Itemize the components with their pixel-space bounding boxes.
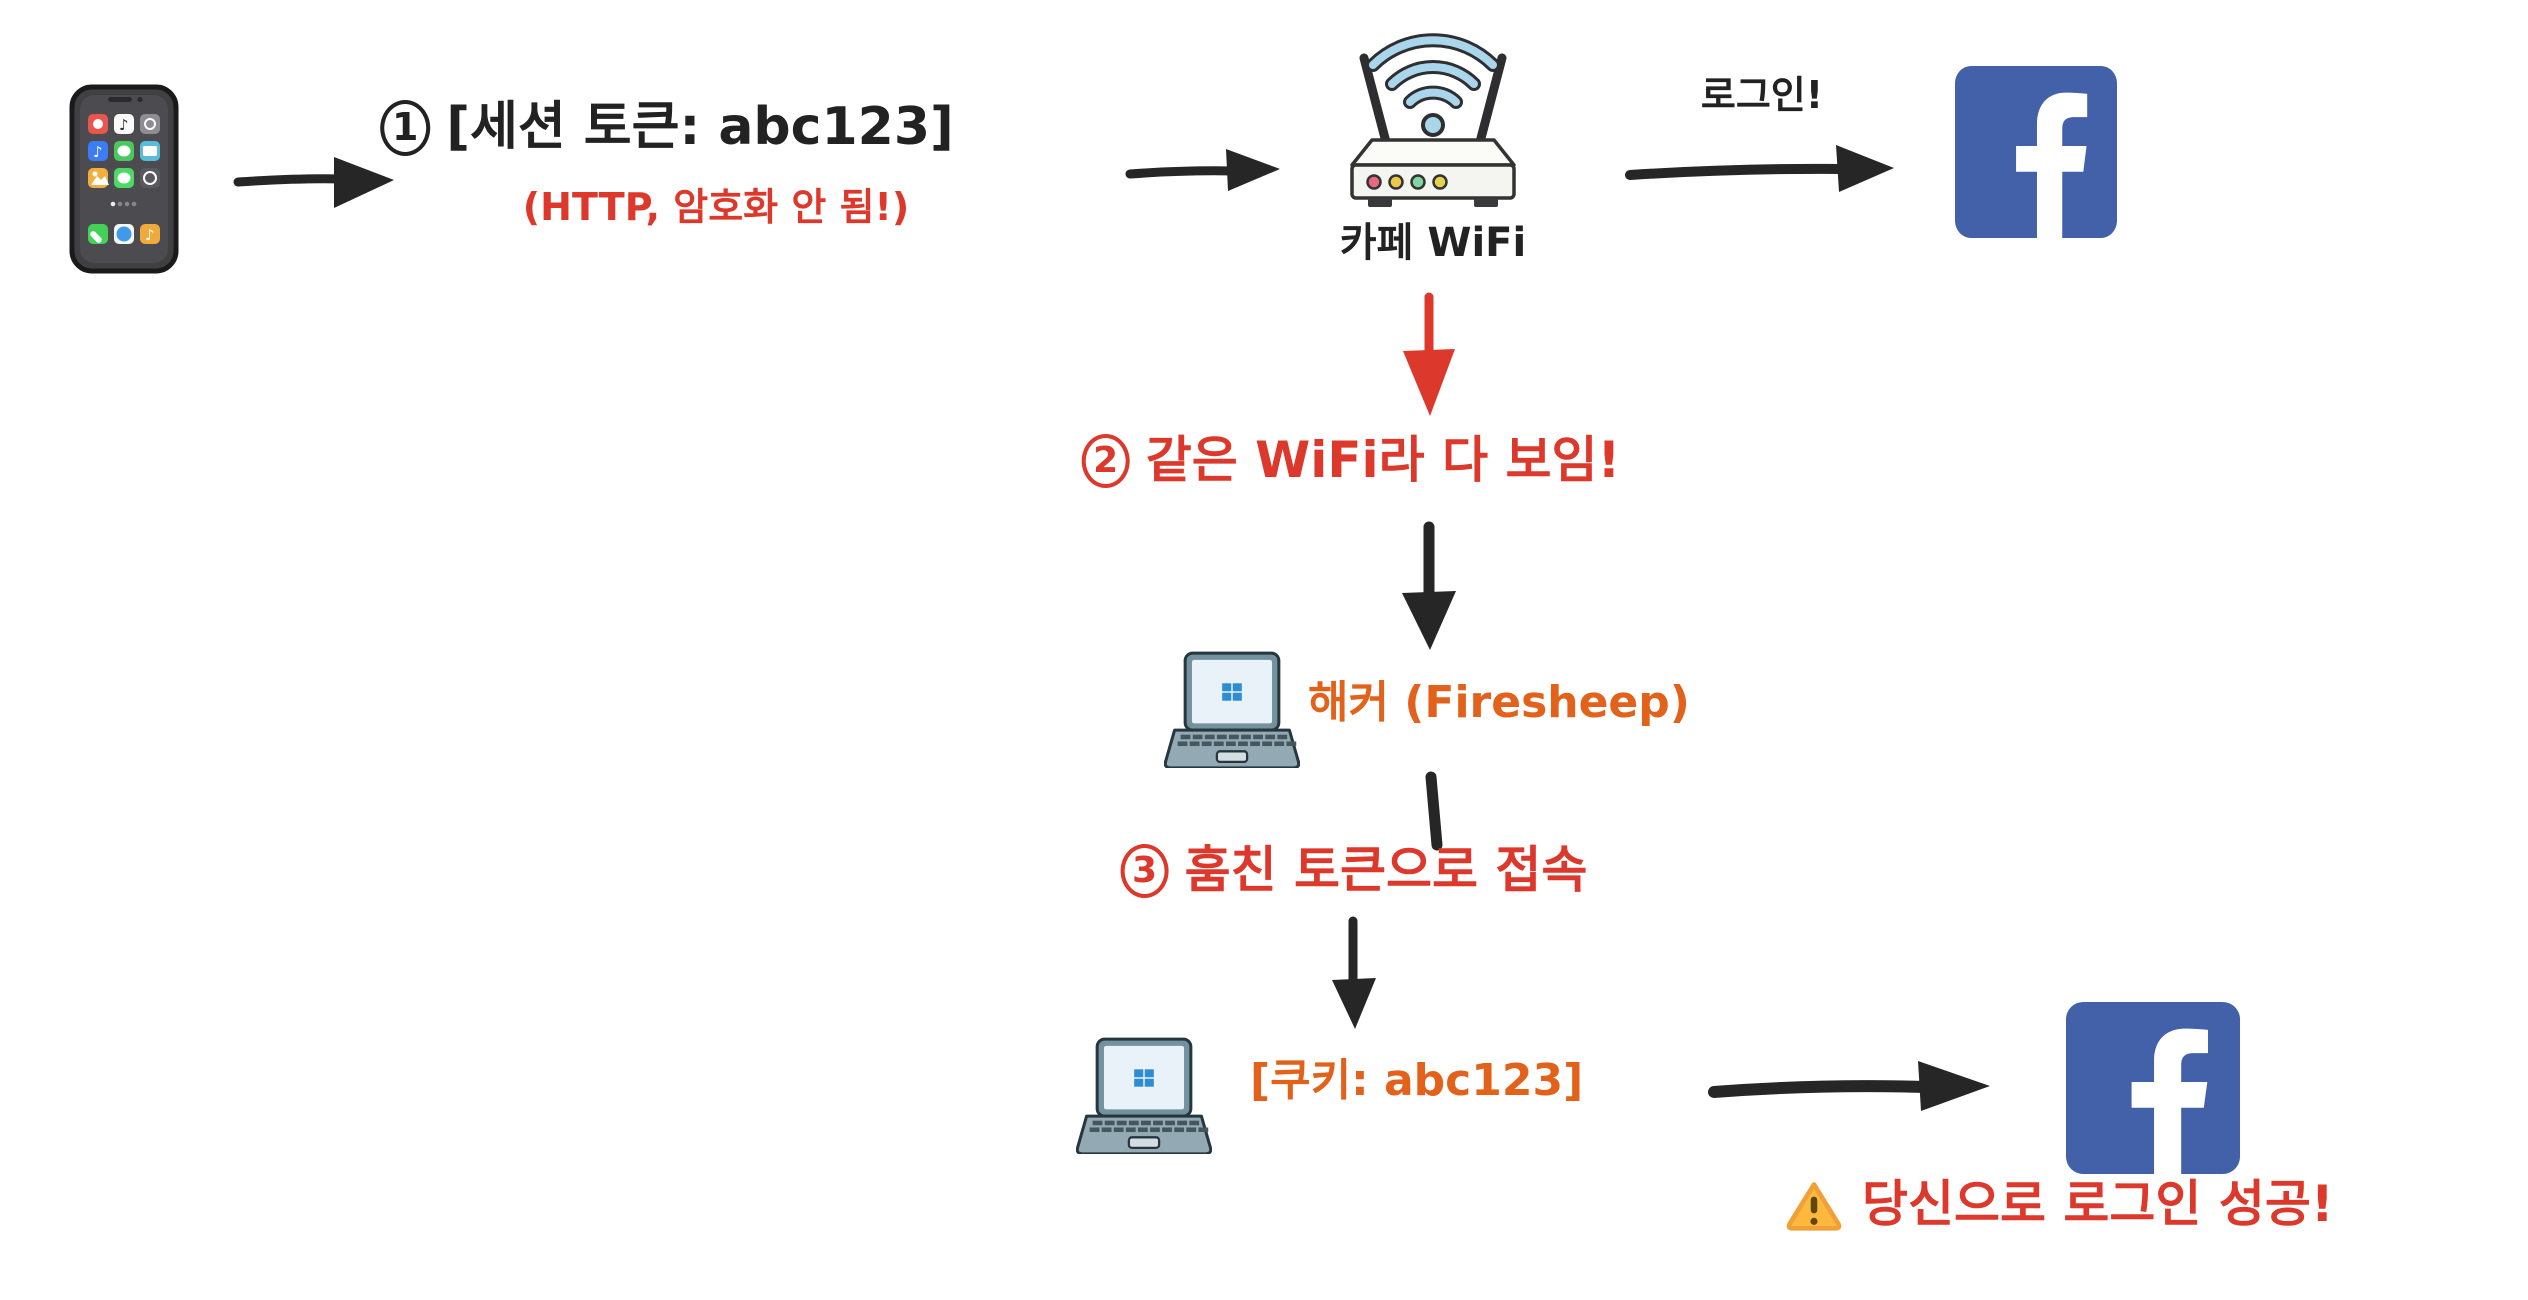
red-arrow-router-sniff — [1403, 292, 1455, 416]
svg-text:♪: ♪ — [93, 143, 103, 161]
laptop-icon — [1076, 1036, 1212, 1154]
step1-note: (HTTP, 암호화 안 됨!) — [522, 185, 910, 229]
cookie-label: [쿠키: abc123] — [1250, 1055, 1584, 1106]
facebook-icon — [2066, 1002, 2240, 1174]
svg-text:♪: ♪ — [145, 226, 155, 244]
svg-text:♪: ♪ — [119, 116, 129, 134]
wifi-router-icon — [1330, 30, 1536, 210]
arrow-token-to-router — [1125, 166, 1239, 179]
smartphone-icon: ♪ ♪ ♪ — [68, 84, 180, 274]
step2-label: 2 같은 WiFi라 다 보임! — [1081, 431, 1621, 490]
step2-text: 같은 WiFi라 다 보임! — [1145, 431, 1621, 489]
arrow-router-to-facebook — [1625, 163, 1851, 180]
arrow-phone-to-token — [233, 174, 347, 187]
arrowhead — [334, 157, 394, 208]
step1-text: [세션 토큰: abc123] — [446, 97, 954, 157]
arrowhead — [1402, 591, 1456, 650]
step3-label: 3 훔친 토큰으로 접속 — [1120, 841, 1588, 900]
step3-text: 훔친 토큰으로 접속 — [1184, 841, 1588, 899]
step3-number-badge: 3 — [1120, 843, 1169, 898]
laptop-icon — [1164, 650, 1300, 768]
arrowhead — [1836, 145, 1894, 192]
result-row: 당신으로 로그인 성공! — [1786, 1175, 2334, 1234]
arrow-cookie-to-facebook — [1708, 1080, 1932, 1098]
arrowhead — [1226, 149, 1280, 191]
router-label: 카페 WiFi — [1339, 220, 1527, 266]
warning-triangle-icon — [1786, 1179, 1842, 1231]
result-label: 당신으로 로그인 성공! — [1862, 1175, 2334, 1233]
facebook-icon — [1955, 66, 2117, 238]
step1-label: 1 [세션 토큰: abc123] — [380, 97, 954, 158]
hacker-label: 해커 (Firesheep) — [1308, 677, 1690, 728]
line-hacker-to-step3 — [1425, 771, 1443, 851]
login-label: 로그인! — [1700, 73, 1824, 117]
arrowhead — [1332, 978, 1376, 1029]
arrowhead — [1918, 1061, 1990, 1111]
step1-number-badge: 1 — [380, 99, 431, 156]
step2-number-badge: 2 — [1081, 433, 1130, 488]
